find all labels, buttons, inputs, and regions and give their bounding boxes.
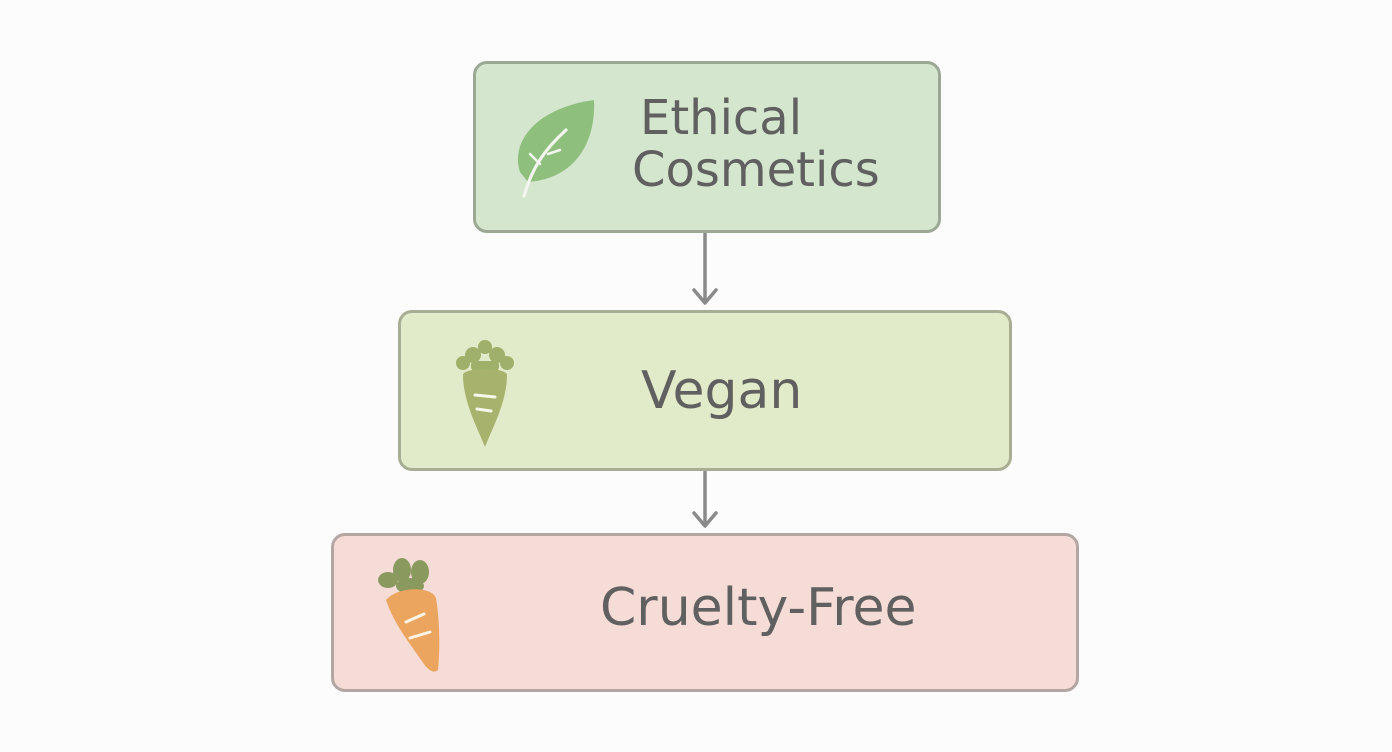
node-label-ethical-cosmetics: Ethical Cosmetics xyxy=(632,90,930,196)
node-ethical-cosmetics: Ethical Cosmetics xyxy=(473,61,941,233)
leaf-icon xyxy=(517,100,595,198)
node-cruelty-free: Cruelty-Free xyxy=(331,533,1079,692)
label-line-1: Ethical xyxy=(640,90,803,146)
node-label-cruelty-free: Cruelty-Free xyxy=(600,578,917,638)
label-line-2: Cosmetics xyxy=(632,142,880,198)
arrow-vegan-to-cruelty xyxy=(692,470,718,528)
node-label-vegan: Vegan xyxy=(641,361,803,421)
carrot-icon xyxy=(378,558,440,672)
arrow-ethical-to-vegan xyxy=(692,232,718,305)
node-vegan: Vegan xyxy=(398,310,1012,471)
sprout-root-icon xyxy=(456,340,514,447)
